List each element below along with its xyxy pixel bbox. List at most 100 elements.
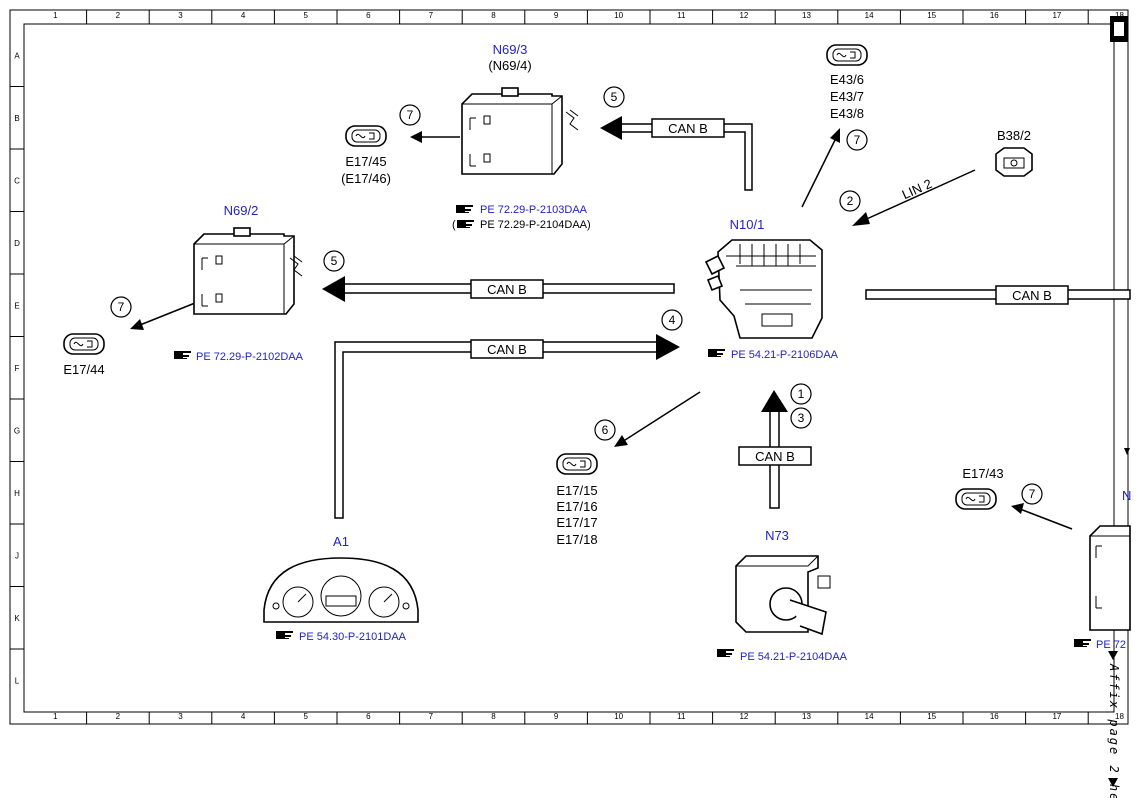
reference-link: PE 72.29-P-2103DAA: [480, 204, 588, 216]
callout-number: 6: [602, 423, 609, 437]
row-label: H: [14, 489, 20, 498]
lamp-icon: [955, 488, 997, 510]
row-label: A: [14, 51, 20, 60]
row-label: E: [14, 301, 19, 310]
can-b-bus-vertical: CAN B: [738, 390, 812, 509]
lamp-icon: [63, 333, 105, 355]
column-label: 8: [491, 11, 496, 20]
column-label: 11: [677, 11, 686, 20]
column-label: 1: [53, 11, 58, 20]
column-label: 1: [53, 712, 58, 721]
reference-hand-icon: [456, 205, 473, 213]
column-label: 4: [241, 11, 246, 20]
can-b-bus-top: CAN B: [600, 116, 753, 191]
component-label: E17/17: [556, 515, 597, 530]
column-label: 16: [990, 11, 999, 20]
column-label: 6: [366, 11, 371, 20]
column-label: 16: [990, 712, 999, 721]
affix-note: Affix page 2 here: [1107, 663, 1121, 798]
callouts: 7 5 7 2 5 7 4 1 3 6 7: [110, 86, 1043, 505]
component-label: E17/43: [962, 466, 1003, 481]
component-n69-3: N69/3 (N69/4) PE 72.29-P-2103DAA ( PE 72…: [452, 42, 591, 231]
column-label: 7: [429, 11, 434, 20]
component-e43: E43/6 E43/7 E43/8: [826, 44, 868, 121]
reference-link: PE 72.29-P-2102DAA: [196, 351, 304, 363]
column-label: 5: [303, 11, 308, 20]
component-label: A1: [333, 534, 349, 549]
component-label: E43/8: [830, 106, 864, 121]
component-label: B38/2: [997, 128, 1031, 143]
column-label: 8: [491, 712, 496, 721]
row-label: G: [14, 426, 20, 435]
column-label: 6: [366, 712, 371, 721]
column-label: 4: [241, 712, 246, 721]
component-e17-43: E17/43: [955, 466, 1004, 510]
component-n10-1: N10/1 PE 54.21-P-2106DAA: [704, 217, 839, 361]
component-label: (E17/46): [341, 171, 391, 186]
can-b-bus-mid-left: CAN B: [322, 276, 675, 302]
column-label: 10: [614, 11, 623, 20]
bus-label: CAN B: [487, 342, 527, 357]
bus-label: CAN B: [668, 121, 708, 136]
ignition-switch-icon: [735, 555, 831, 636]
column-label: 11: [677, 712, 686, 721]
instrument-cluster-icon: [263, 557, 419, 623]
callout-number: 7: [407, 108, 414, 122]
side-note: Affix page 2 here: [1107, 651, 1121, 798]
component-b38-2: B38/2: [995, 128, 1033, 177]
callout-number: 7: [854, 133, 861, 147]
row-label: D: [14, 239, 20, 248]
reference-link: PE 54.21-P-2104DAA: [740, 651, 848, 663]
reference-hand-icon: [1074, 639, 1091, 647]
can-b-bus-right: CAN B: [865, 285, 1131, 305]
column-label: 12: [739, 11, 748, 20]
row-grid-labels: A B C D E F G H J K L: [10, 51, 24, 685]
lamp-icon: [826, 44, 868, 66]
component-e17-15: E17/15 E17/16 E17/17 E17/18: [556, 453, 598, 547]
row-label: B: [14, 114, 19, 123]
callout-number: 4: [669, 313, 676, 327]
column-label: 9: [554, 712, 559, 721]
control-module-icon: [461, 87, 563, 175]
column-label: 2: [116, 712, 121, 721]
reference-hand-icon: [708, 349, 725, 357]
column-label: 13: [802, 11, 811, 20]
row-label: L: [15, 676, 20, 685]
component-e17-44: E17/44: [63, 333, 105, 377]
column-label: 18: [1115, 712, 1124, 721]
column-label: 17: [1052, 11, 1061, 20]
column-label: 9: [554, 11, 559, 20]
bus-label: CAN B: [1012, 288, 1052, 303]
component-n69-2: N69/2 PE 72.29-P-2102DAA: [174, 203, 304, 363]
component-e17-45: E17/45 (E17/46): [341, 125, 391, 186]
column-label: 13: [802, 712, 811, 721]
reference-open-paren: (: [452, 219, 456, 231]
bus-label: CAN B: [487, 282, 527, 297]
bus-label: CAN B: [755, 449, 795, 464]
component-label: E17/15: [556, 483, 597, 498]
component-label: N69/3: [493, 42, 528, 57]
component-label: E17/45: [345, 154, 386, 169]
row-label: J: [15, 551, 19, 560]
column-label: 10: [614, 712, 623, 721]
component-label: N10/1: [730, 217, 765, 232]
callout-number: 5: [611, 90, 618, 104]
frame: [9, 9, 1129, 725]
component-label: E17/44: [63, 362, 104, 377]
lamp-icon: [556, 453, 598, 475]
callout-number: 2: [847, 194, 854, 208]
column-label: 14: [865, 11, 874, 20]
row-label: F: [15, 364, 20, 373]
row-label: C: [14, 176, 20, 185]
control-module-icon: [193, 227, 295, 315]
column-label: 5: [303, 712, 308, 721]
lin-2-wire: LIN 2: [852, 169, 976, 226]
reference-hand-icon: [174, 351, 191, 359]
component-label: N69/2: [224, 203, 259, 218]
row-label: K: [14, 614, 20, 623]
component-label: E17/18: [556, 532, 597, 547]
reference-hand-icon: [276, 631, 293, 639]
callout-number: 1: [798, 387, 805, 401]
reference-hand-icon: [457, 220, 474, 228]
